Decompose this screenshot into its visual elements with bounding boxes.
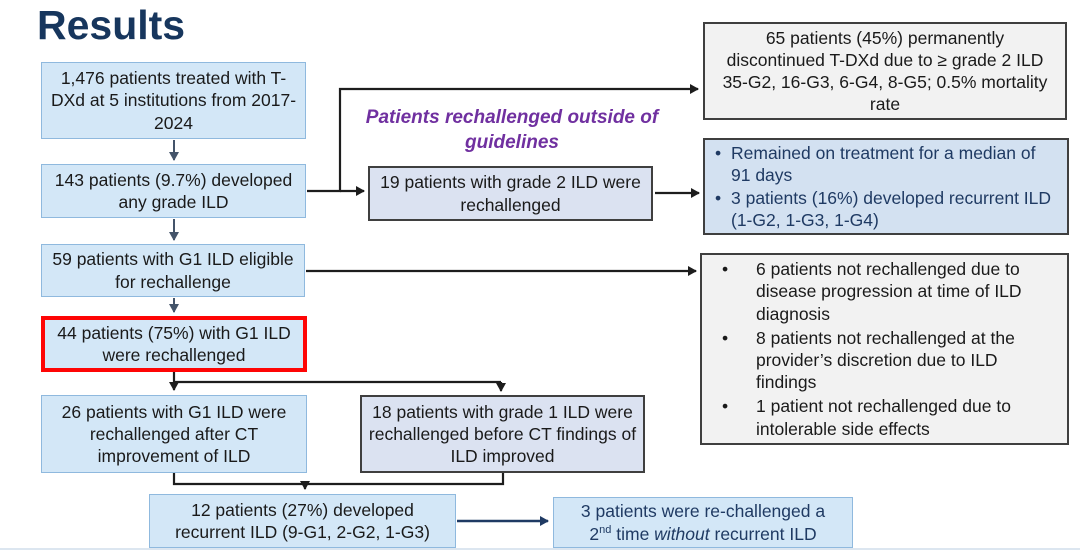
not-rechallenged-text: 6 patients not rechallenged due to disea… — [756, 259, 1022, 324]
info-box-not-rechallenged: • 6 patients not rechallenged due to dis… — [700, 253, 1069, 445]
annotation-outside-guidelines: Patients rechallenged outside of guideli… — [365, 107, 659, 153]
connector-split-below-red-box — [172, 372, 501, 384]
flow-box-rechallenged-g1-text: 44 patients (75%) with G1 ILD were recha… — [57, 322, 291, 365]
info-box-treatment-outcomes: • Remained on treatment for a median of … — [703, 138, 1069, 235]
not-rechallenged-item: • 1 patient not rechallenged due to into… — [712, 395, 1057, 439]
flow-box-rechallenged-after-ct-text: 26 patients with G1 ILD were rechallenge… — [61, 401, 287, 467]
treatment-outcome-item: • 3 patients (16%) developed recurrent I… — [713, 187, 1059, 231]
flow-box-recurrent-text: 12 patients (27%) developed recurrent IL… — [175, 499, 430, 542]
flow-box-grade1-before-ct-text: 18 patients with grade 1 ILD were rechal… — [368, 401, 637, 467]
flow-box-rechallenged-2nd-time: 3 patients were re-challenged a 2nd time… — [553, 497, 853, 548]
not-rechallenged-text: 8 patients not rechallenged at the provi… — [756, 327, 1015, 393]
rechallenged-2nd-line1: 3 patients were re-challenged a — [580, 501, 826, 522]
connector-merge-to-recurrent — [172, 473, 505, 486]
page-title: Results — [37, 2, 186, 48]
flow-box-rechallenged-g1-highlighted: 44 patients (75%) with G1 ILD were recha… — [41, 316, 307, 372]
superscript-nd: nd — [599, 523, 612, 536]
info-box-discontinued-text: 65 patients (45%) permanently discontinu… — [722, 27, 1048, 115]
flow-box-developed-ild: 143 patients (9.7%) developed any grade … — [41, 164, 306, 218]
bullet-marker: • — [722, 327, 729, 348]
info-box-discontinued: 65 patients (45%) permanently discontinu… — [703, 22, 1067, 120]
not-rechallenged-item: • 6 patients not rechallenged due to dis… — [712, 258, 1057, 325]
flow-box-grade2-rechallenged: 19 patients with grade 2 ILD were rechal… — [368, 166, 653, 221]
flow-box-rechallenged-after-ct: 26 patients with G1 ILD were rechallenge… — [41, 395, 307, 473]
bullet-marker: • — [715, 142, 722, 163]
flow-box-developed-ild-text: 143 patients (9.7%) developed any grade … — [54, 169, 293, 212]
flow-box-treated-text: 1,476 patients treated with T-DXd at 5 i… — [50, 68, 297, 133]
flow-box-eligible-text: 59 patients with G1 ILD eligible for rec… — [52, 249, 294, 292]
flow-box-treated: 1,476 patients treated with T-DXd at 5 i… — [41, 62, 306, 139]
treatment-outcome-text: Remained on treatment for a median of 91… — [731, 142, 1036, 185]
bullet-marker: • — [722, 396, 729, 417]
flow-box-grade1-before-ct: 18 patients with grade 1 ILD were rechal… — [360, 395, 645, 473]
flow-box-eligible: 59 patients with G1 ILD eligible for rec… — [41, 244, 305, 297]
slide-bottom-divider — [0, 548, 1080, 550]
bullet-marker: • — [715, 188, 722, 208]
flow-box-grade2-rechallenged-text: 19 patients with grade 2 ILD were rechal… — [380, 172, 641, 215]
treatment-outcome-item: • Remained on treatment for a median of … — [713, 142, 1059, 186]
bullet-marker: • — [722, 259, 729, 280]
treatment-outcome-text: 3 patients (16%) developed recurrent ILD… — [731, 188, 1052, 231]
not-rechallenged-item: • 8 patients not rechallenged at the pro… — [712, 327, 1057, 394]
flow-box-recurrent: 12 patients (27%) developed recurrent IL… — [149, 494, 456, 548]
rechallenged-2nd-line2: 2nd time without recurrent ILD — [589, 523, 817, 544]
italic-without: without — [654, 523, 710, 544]
not-rechallenged-text: 1 patient not rechallenged due to intole… — [756, 396, 1011, 439]
